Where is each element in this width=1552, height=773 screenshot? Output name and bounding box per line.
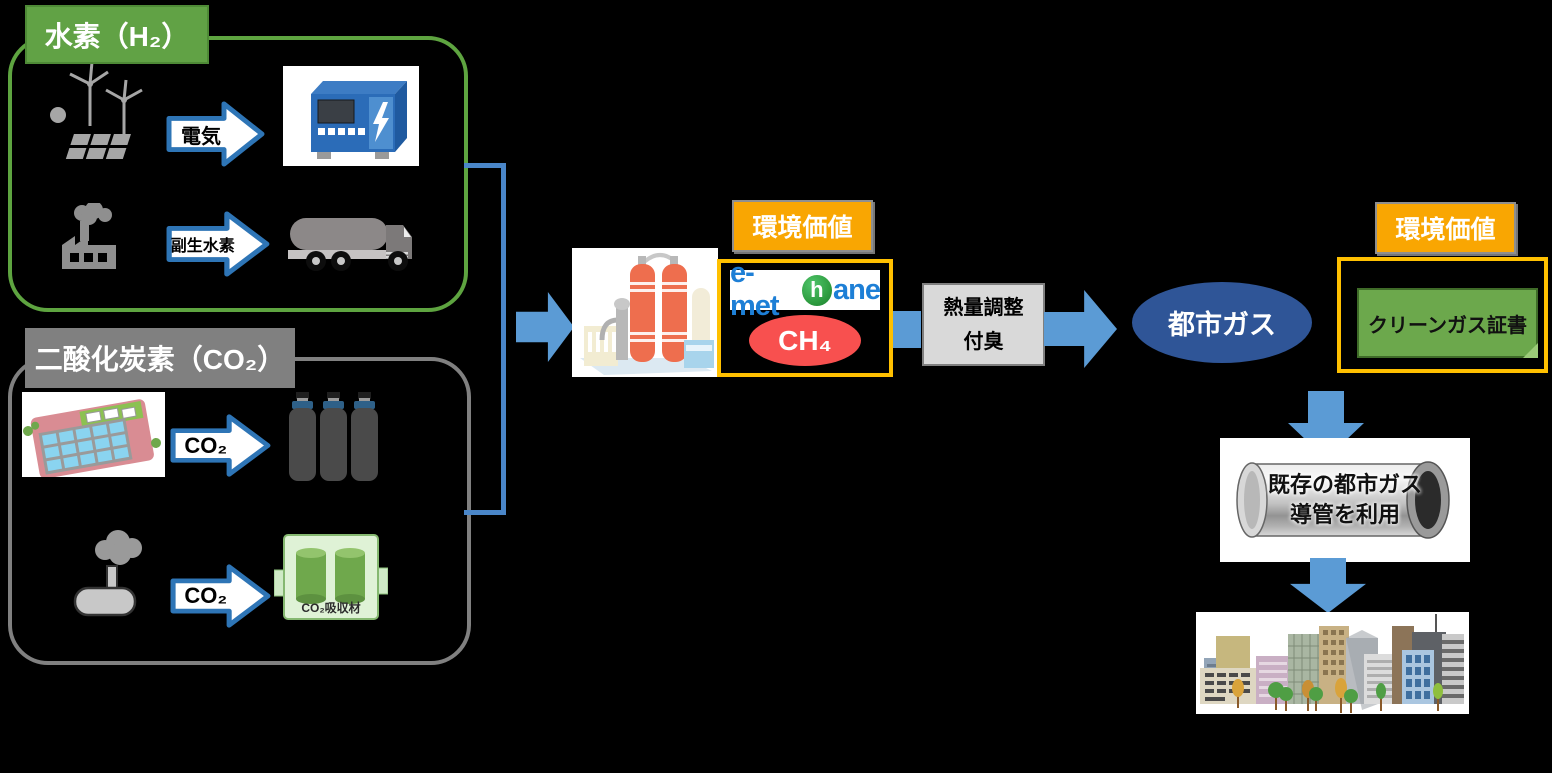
water-treatment-icon [22,392,165,479]
city-gas-ellipse: 都市ガス [1132,282,1312,363]
methanation-plant-icon [572,248,718,377]
pipeline-text: 既存の都市ガス 導管を利用 [1220,438,1470,562]
wind-solar-icon [46,60,154,168]
co2-group-title: 二酸化炭素（CO₂） [25,328,295,388]
processing-line2: 付臭 [963,330,1004,353]
gas-cylinders-icon [287,392,380,481]
connector-stub [893,311,921,348]
pipeline-icon: 既存の都市ガス 導管を利用 [1220,438,1470,562]
e-methane-logo-part1: e-met [730,257,780,322]
processing-box: 熱量調整 付臭 [922,283,1045,366]
env-value-middle: 環境価値 [732,200,873,252]
clean-gas-certificate: クリーンガス証書 [1357,288,1538,358]
co2-absorber-icon: CO₂吸収材 [274,532,388,622]
electrolyzer-icon [283,66,419,166]
arrow-to-city-gas [1044,290,1117,368]
co2-absorber-label: CO₂吸収材 [301,601,361,615]
hydrogen-group-title: 水素（H₂） [25,5,209,64]
factory-icon [58,201,120,271]
env-value-right: 環境価値 [1375,202,1516,254]
co2-arrow-2-label: CO₂ [184,583,228,608]
bracket-vertical-line [501,163,506,515]
co2-arrow-2: CO₂ [170,563,272,629]
co2-arrow-1: CO₂ [170,413,272,478]
pipeline-line1: 既存の都市ガス [1267,472,1422,498]
certificate-box: クリーンガス証書 [1337,257,1548,373]
ch4-ellipse: CH₄ [749,315,861,366]
e-methane-logo-h-icon: h [801,274,833,306]
hydrogen-group-box [8,36,468,312]
tank-truck-icon [286,212,418,274]
electric-arrow-label: 電気 [181,125,221,148]
co2-arrow-1-label: CO₂ [184,432,228,458]
electric-arrow: 電気 [166,100,266,168]
processing-line1: 熱量調整 [943,296,1024,319]
pipeline-line2: 導管を利用 [1289,502,1400,527]
arrow-to-plant [516,292,574,362]
byproduct-hydrogen-arrow-label: 副生水素 [170,238,235,255]
city-icon [1196,612,1469,714]
bracket-bottom-line [464,510,506,515]
down-arrow-1 [1288,391,1364,459]
clean-gas-certificate-label: クリーンガス証書 [1368,314,1527,337]
down-arrow-2 [1290,558,1366,613]
bracket-top-line [464,163,506,168]
byproduct-hydrogen-arrow: 副生水素 [166,210,271,278]
boiler-icon [65,530,160,622]
e-methane-logo-part3: ane [833,273,881,306]
certificate-fold-icon [1523,343,1538,358]
